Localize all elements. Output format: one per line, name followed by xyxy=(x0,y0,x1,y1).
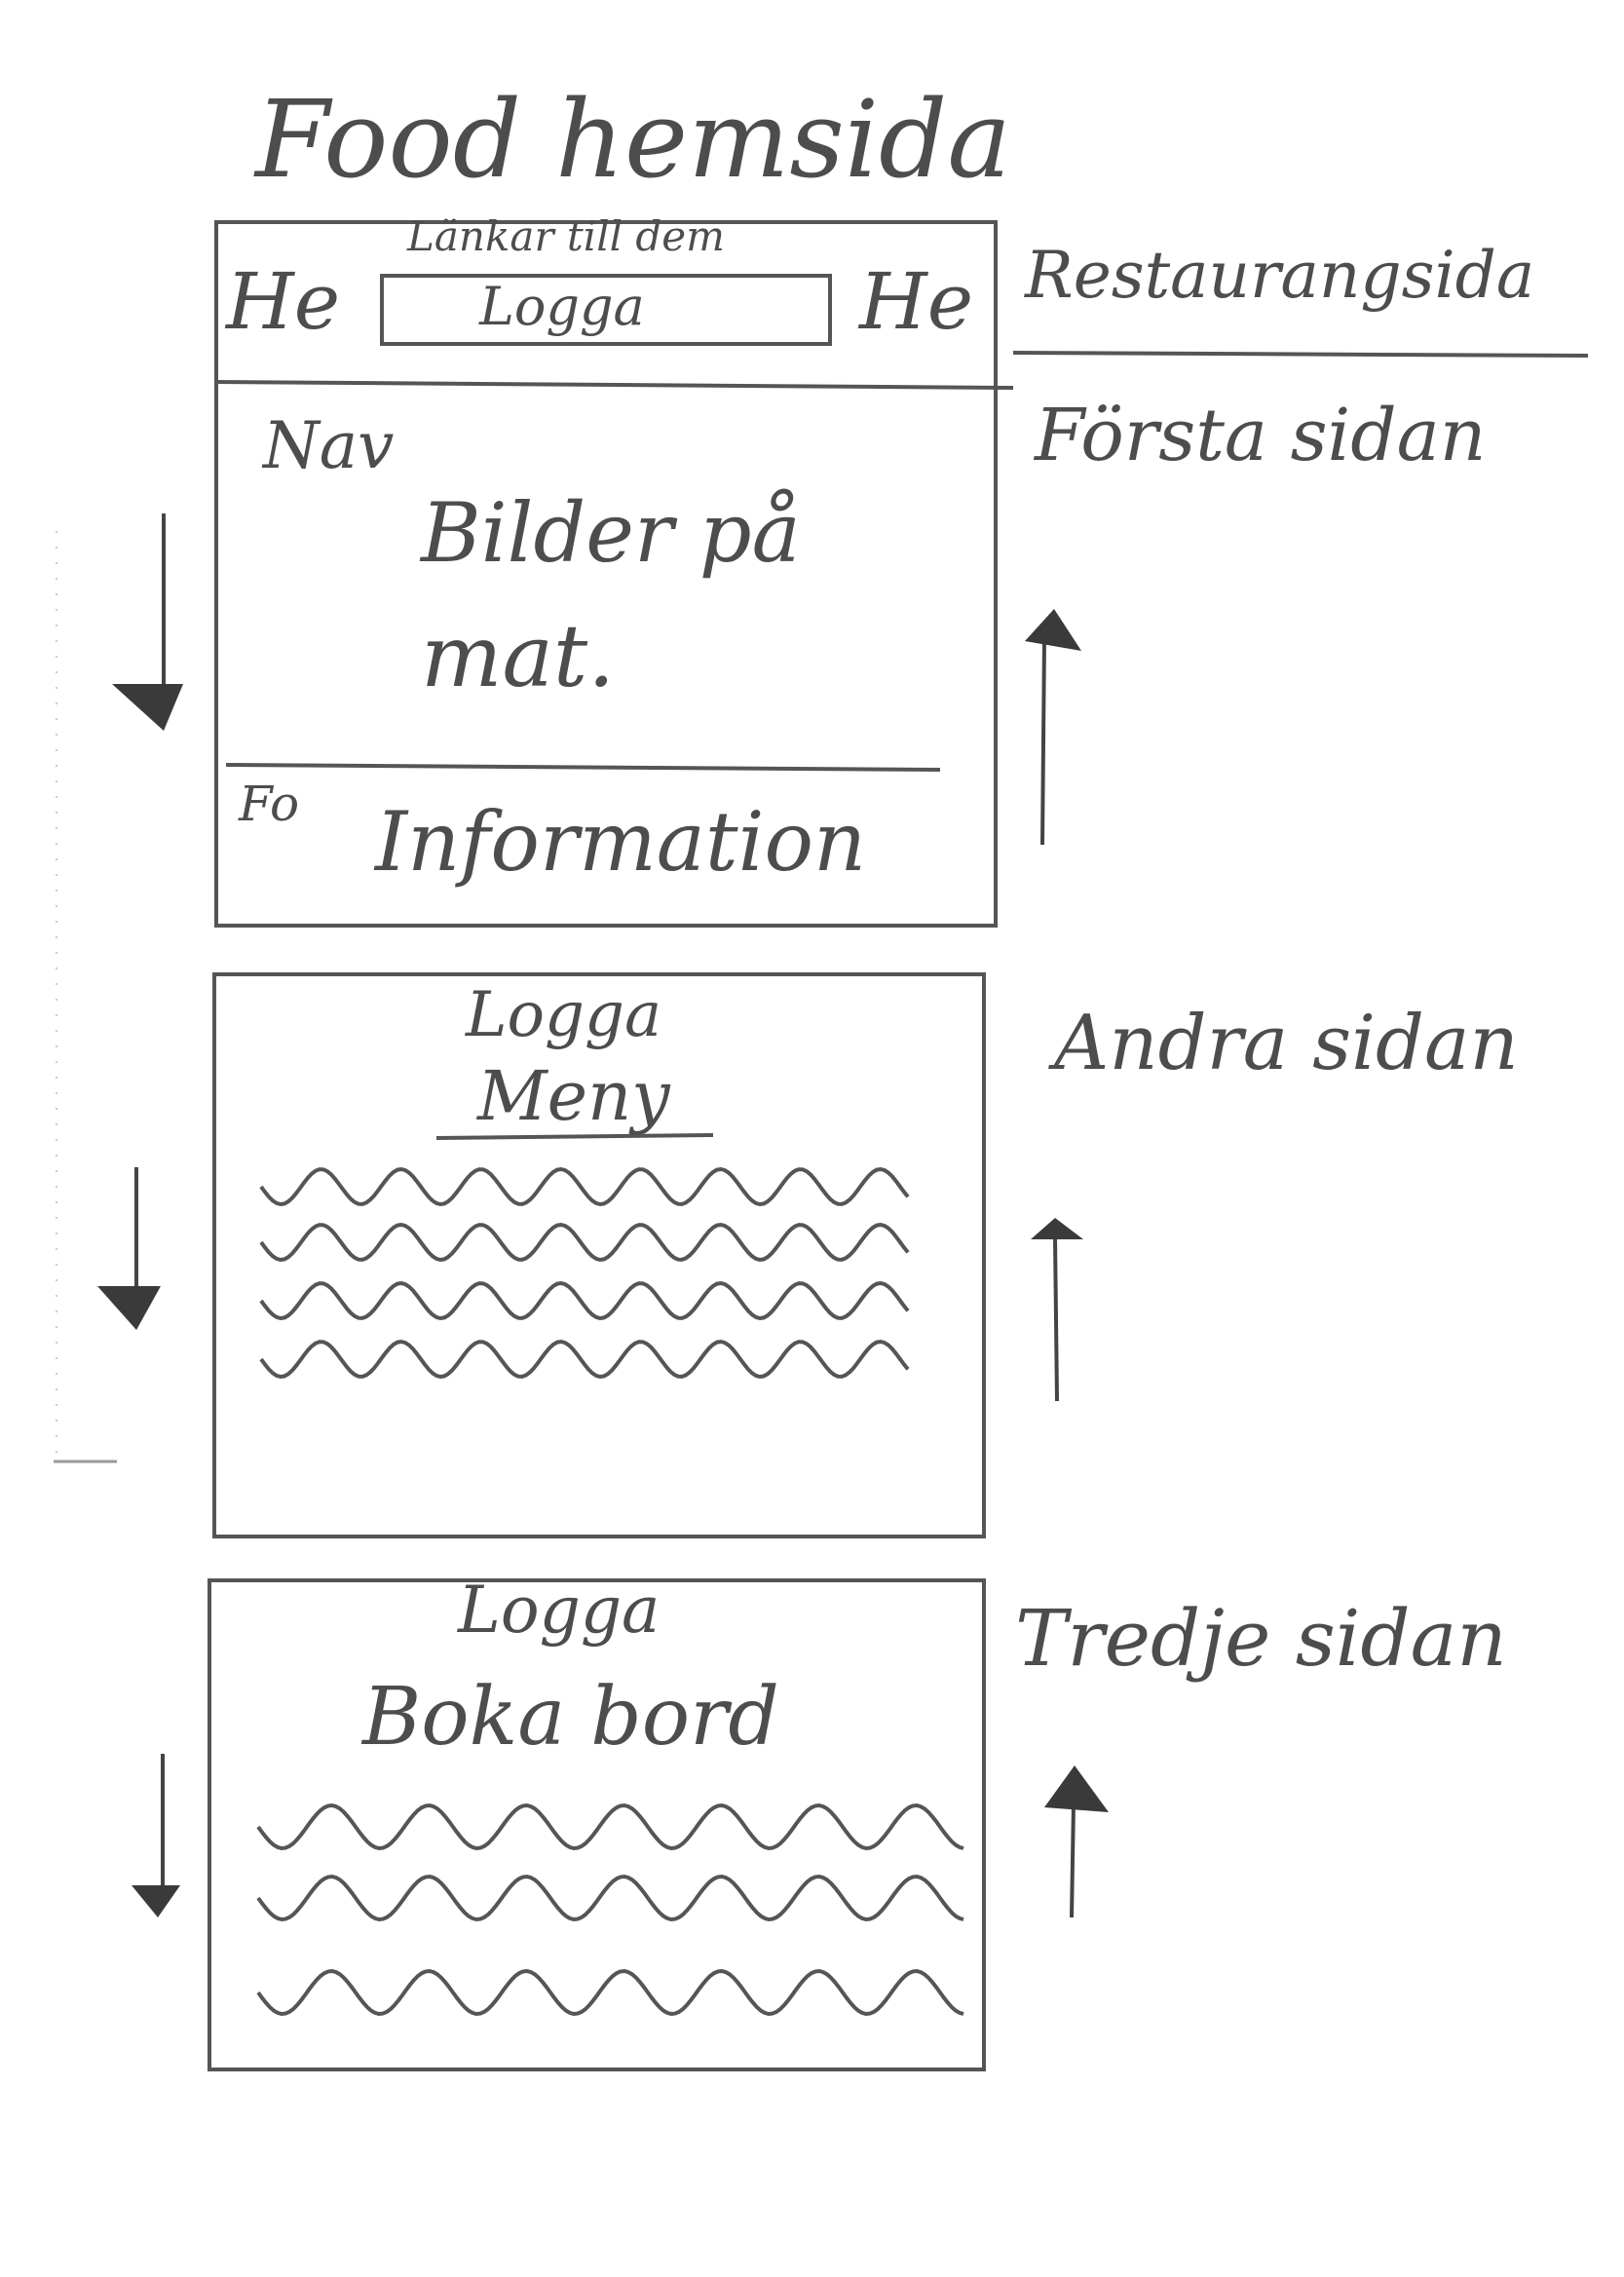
scroll-up-arrow-3 xyxy=(1044,1765,1109,1918)
page2-heading-underline xyxy=(435,1133,714,1140)
site-label: Restaurangsida xyxy=(1025,238,1535,313)
page2-menu-wave-4 xyxy=(259,1339,910,1380)
scroll-up-arrow-1 xyxy=(1025,609,1081,846)
page1-header-left: He xyxy=(226,256,341,347)
page3-logo: Logga xyxy=(458,1573,661,1648)
scroll-down-arrow-3 xyxy=(132,1754,180,1917)
page1-nav: Nav xyxy=(263,408,395,483)
page3-heading: Boka bord xyxy=(362,1671,779,1764)
page1-header-right: He xyxy=(859,256,974,347)
page1-content-line2: mat. xyxy=(421,606,616,706)
page1-content-line1: Bilder på xyxy=(421,485,801,581)
page2-frame xyxy=(212,972,986,1538)
page3-booking-wave-2 xyxy=(256,1874,964,1922)
page2-menu-waves xyxy=(259,1166,910,1380)
page2-menu-wave-2 xyxy=(259,1222,910,1263)
page1-footer-tag: Fo xyxy=(239,776,300,832)
page1-header-links: Länkar till dem xyxy=(407,212,725,260)
page3-booking-waves xyxy=(256,1803,964,2017)
page2-heading: Meny xyxy=(477,1056,670,1136)
page3-booking-wave-3 xyxy=(256,1968,964,2017)
page1-side-label: Första sidan xyxy=(1035,394,1487,477)
page1-logo-box xyxy=(380,274,832,346)
page1-frame xyxy=(214,220,998,928)
page2-logo: Logga xyxy=(466,979,662,1051)
sketch-title: Food hemsida xyxy=(255,77,1012,202)
page2-menu-wave-1 xyxy=(259,1166,910,1207)
page3-side-label: Tredje sidan xyxy=(1015,1593,1507,1684)
page1-footer-text: Information xyxy=(375,794,867,890)
page1-header-divider xyxy=(215,380,1014,390)
page2-side-label: Andra sidan xyxy=(1054,1000,1519,1087)
scroll-down-arrow-1 xyxy=(112,513,183,731)
scroll-down-arrow-2 xyxy=(97,1167,161,1330)
scroll-up-arrow-2 xyxy=(1031,1218,1083,1402)
site-label-underline xyxy=(1012,351,1589,358)
page1-logo: Logga xyxy=(479,276,645,337)
page3-booking-wave-1 xyxy=(256,1803,964,1851)
page3-frame xyxy=(208,1578,986,2071)
page2-menu-wave-3 xyxy=(259,1280,910,1321)
page1-footer-divider xyxy=(225,763,941,772)
